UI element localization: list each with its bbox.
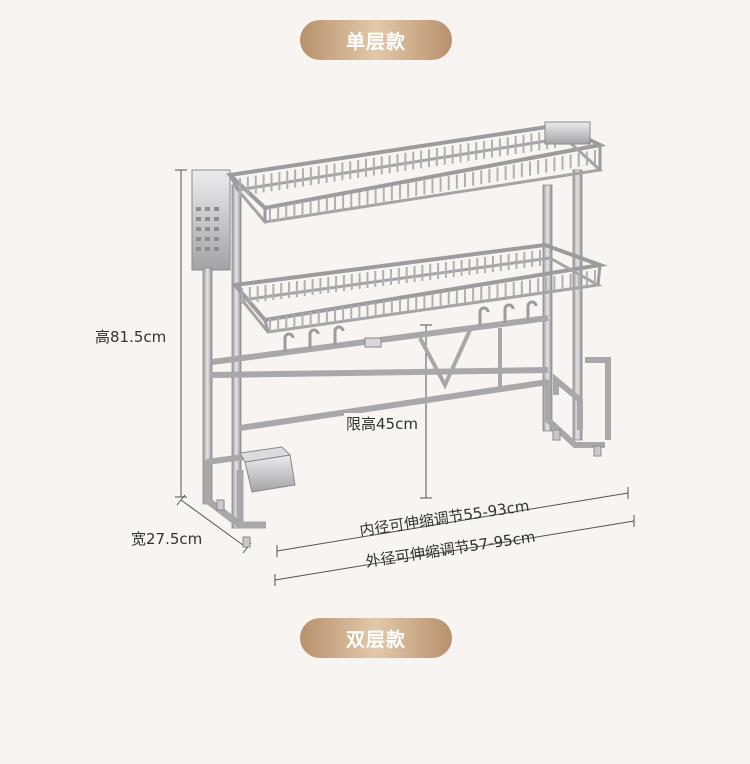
- clearance-dimension-line: [420, 324, 432, 499]
- rack-feet: [216, 429, 602, 548]
- double-layer-badge: 双层款: [300, 618, 452, 658]
- middle-basket-wires: [241, 250, 596, 332]
- outer-width-dimension-line: [274, 515, 635, 586]
- single-layer-badge: 单层款: [300, 20, 452, 60]
- height-dimension-line: [175, 169, 187, 498]
- top-basket: [225, 121, 607, 224]
- center-brace: [418, 328, 502, 390]
- depth-label: 宽27.5cm: [131, 530, 203, 548]
- left-side-panel: [191, 169, 231, 271]
- height-label: 高81.5cm: [95, 328, 167, 346]
- clearance-label: 限高45cm: [344, 413, 420, 434]
- inner-width-dimension-line: [276, 487, 629, 557]
- top-basket-wires: [239, 130, 596, 222]
- right-foot-frame: [545, 357, 611, 448]
- hook-rail: [211, 300, 549, 365]
- middle-basket: [231, 242, 608, 334]
- left-foot-frame: [203, 460, 266, 529]
- utensil-holder: [239, 446, 296, 493]
